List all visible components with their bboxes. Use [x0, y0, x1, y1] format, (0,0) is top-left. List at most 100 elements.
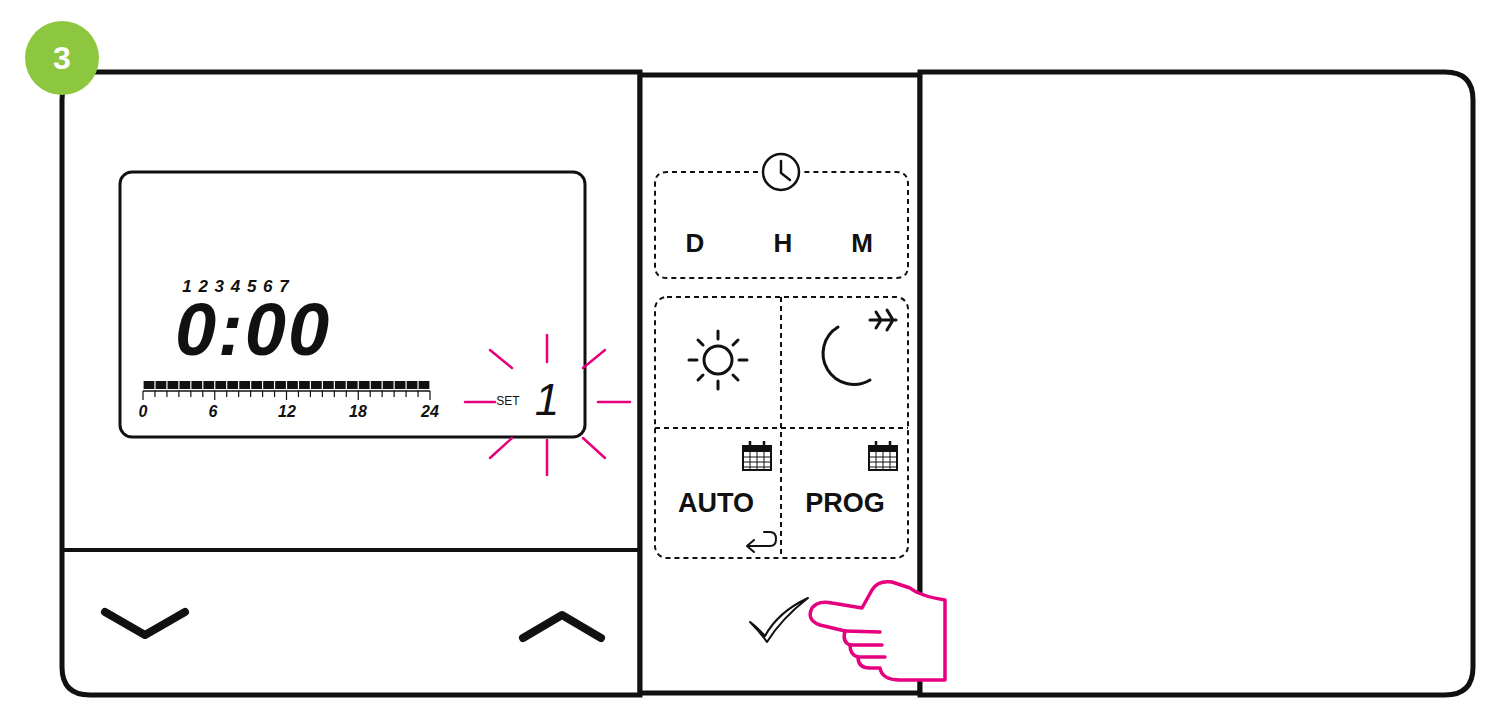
- bar-segment: [144, 381, 155, 389]
- bar-segment: [239, 381, 250, 389]
- calendar-top: [743, 446, 771, 452]
- up-button: [523, 615, 601, 638]
- bar-segment: [251, 381, 262, 389]
- blink-rays: [465, 335, 630, 475]
- set-indicator: SET: [496, 395, 519, 407]
- axis-label: 24: [421, 404, 439, 420]
- axis-tick: [178, 391, 179, 397]
- calendar-grid: [750, 452, 751, 470]
- axis-tick: [429, 391, 430, 400]
- bar-segment: [359, 381, 370, 389]
- day-button: D: [686, 230, 705, 256]
- bar-segment: [299, 381, 310, 389]
- bar-segment: [383, 381, 394, 389]
- axis-tick: [346, 391, 347, 397]
- axis-tick: [202, 391, 203, 397]
- calendar-grid: [883, 452, 884, 470]
- axis-tick: [250, 391, 251, 397]
- calendar-grid: [876, 452, 877, 470]
- axis-tick: [286, 391, 287, 400]
- axis-tick: [274, 391, 275, 397]
- axis-tick: [382, 391, 383, 397]
- prog-label: PROG: [805, 490, 885, 517]
- calendar-ring: [763, 441, 766, 449]
- bar-segment: [168, 381, 179, 389]
- axis-tick: [417, 391, 418, 397]
- bar-segment: [275, 381, 286, 389]
- confirm-check: [750, 598, 808, 642]
- schedule-bar: [143, 381, 430, 400]
- bar-segment: [191, 381, 202, 389]
- axis-tick: [405, 391, 406, 397]
- bar-segment: [179, 381, 190, 389]
- bar-segment: [419, 381, 430, 389]
- bar-segment: [323, 381, 334, 389]
- mode-grid-outline: [655, 297, 908, 558]
- calendar-grid: [757, 452, 758, 470]
- calendar-grid: [764, 452, 765, 470]
- calendar-ring: [875, 441, 878, 449]
- return-arrow: [747, 532, 776, 552]
- clock-icon: [763, 154, 799, 190]
- bar-segment: [347, 381, 358, 389]
- axis-tick: [262, 391, 263, 397]
- axis-tick: [154, 391, 155, 397]
- bar-segment: [156, 381, 167, 389]
- axis-tick: [358, 391, 359, 400]
- axis-tick: [370, 391, 371, 397]
- axis-tick: [394, 391, 395, 397]
- axis-label: 12: [278, 404, 296, 420]
- day-numbers: 1 2 3 4 5 6 7: [182, 278, 290, 295]
- down-button: [105, 612, 185, 635]
- hour-button: H: [774, 230, 793, 256]
- prog-button: PROG: [781, 428, 908, 558]
- axis-label: 18: [349, 404, 367, 420]
- button-strip-line: [62, 548, 640, 552]
- axis-tick: [226, 391, 227, 397]
- axis-tick: [334, 391, 335, 397]
- bar-segment: [227, 381, 238, 389]
- calendar-icon: [869, 441, 897, 470]
- bar-segment: [311, 381, 322, 389]
- axis-tick: [166, 391, 167, 397]
- calendar-body: [743, 446, 771, 470]
- step-number: 3: [53, 42, 71, 74]
- calendar-grid: [890, 452, 891, 470]
- lcd-display: 1 2 3 4 5 6 70:00 0 6 12 18 24 SET 1: [120, 172, 585, 437]
- axis-tick: [238, 391, 239, 397]
- sun-icon: [689, 331, 747, 389]
- bar-segment: [203, 381, 214, 389]
- left-panel: [62, 72, 640, 695]
- lcd-screen: [120, 172, 585, 437]
- bar-segment: [335, 381, 346, 389]
- bar-segment: [263, 381, 274, 389]
- auto-label: AUTO: [678, 490, 754, 517]
- time-readout: 0:00: [175, 293, 331, 367]
- calendar-ring: [749, 441, 752, 449]
- calendar-ring: [889, 441, 892, 449]
- step-badge: [25, 21, 99, 95]
- axis-tick: [322, 391, 323, 397]
- bar-segment: [215, 381, 226, 389]
- axis-tick: [298, 391, 299, 397]
- bar-segment: [287, 381, 298, 389]
- moon-icon: [823, 327, 870, 384]
- axis-tick: [214, 391, 215, 400]
- auto-button: AUTO: [655, 428, 781, 558]
- minute-button: M: [851, 230, 873, 256]
- plane-icon: [870, 310, 896, 330]
- pressing-hand: [810, 582, 945, 680]
- calendar-body: [869, 446, 897, 470]
- bar-segment: [395, 381, 406, 389]
- right-panel: [920, 72, 1473, 695]
- clock-button-group: DHM: [655, 172, 908, 278]
- axis-label: 0: [139, 404, 148, 420]
- axis-tick: [190, 391, 191, 397]
- bar-segment: [371, 381, 382, 389]
- axis-tick: [310, 391, 311, 397]
- bar-segment: [407, 381, 418, 389]
- axis-tick: [142, 391, 143, 400]
- set-number: 1: [535, 378, 559, 422]
- calendar-icon: [743, 441, 771, 470]
- axis-label: 6: [209, 404, 218, 420]
